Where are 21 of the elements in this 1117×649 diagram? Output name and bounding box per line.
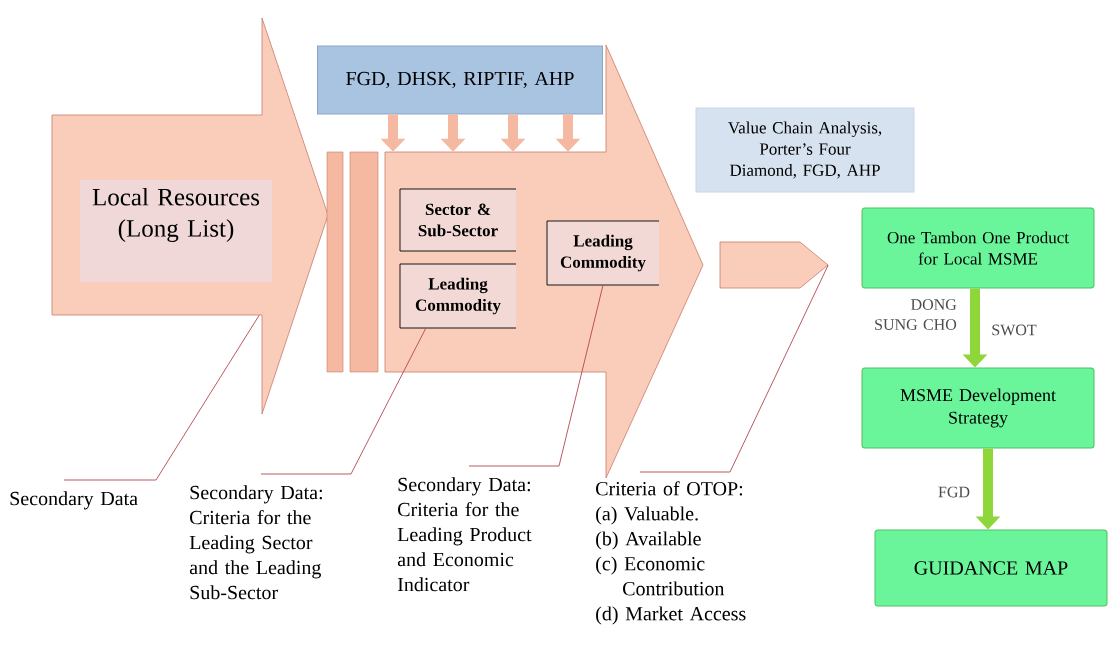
leader-line: [260, 327, 427, 475]
edge-label: FGD: [937, 485, 971, 499]
process-box: One Tambon One Product for Local MSME: [861, 207, 1095, 289]
criteria-list: Criteria of OTOP: (a) Valuable. (b) Available (c) Economic Contribution (d) Market Access: [596, 481, 746, 625]
method-box: FGD, DHSK, RIPTIF, AHP: [317, 45, 603, 115]
label-box: Leading Commodity: [546, 220, 660, 286]
process-box: GUIDANCE MAP: [874, 529, 1108, 607]
edge-label: SWOT: [990, 323, 1038, 337]
leader-line: [468, 284, 604, 467]
leader-line: [63, 314, 260, 481]
annotation-text: Secondary Data: Criteria for the Leading Product and Economic Indicator: [397, 477, 532, 592]
text-label: DONG SUNG CHO: [875, 299, 957, 330]
pentagon-panel: Local Resources (Long List): [51, 17, 329, 415]
method-box: Value Chain Analysis, Porter’s Four Diamond, FGD, AHP: [695, 107, 915, 193]
annotation-text: Secondary Data: [10, 491, 138, 510]
process-box: MSME Development Strategy: [861, 367, 1095, 449]
annotation-text: Secondary Data: Criteria for the Leading Sector and the Leading Sub-Sector: [189, 485, 322, 600]
leader-line: [639, 264, 829, 473]
label-box: Leading Commodity: [399, 263, 517, 329]
label-box: Sector & Sub-Sector: [399, 188, 517, 252]
pentagon-panel: [719, 241, 829, 289]
